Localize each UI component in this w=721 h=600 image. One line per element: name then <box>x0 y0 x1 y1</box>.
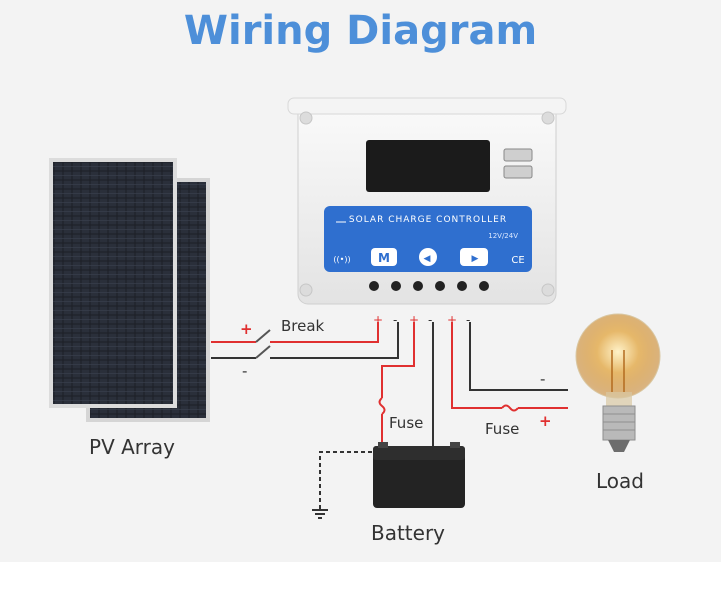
terminal-screw-bat-plus <box>413 281 423 291</box>
load-fuse-symbol <box>501 404 519 412</box>
left-button <box>419 248 437 266</box>
terminal-load-minus-mark: - <box>466 313 470 327</box>
screw-hole <box>299 111 313 125</box>
pv-array-illustration <box>49 158 210 422</box>
bulb-contact <box>608 440 630 452</box>
terminal-screw-load-plus <box>457 281 467 291</box>
controller-voltage-label: 12V/24V <box>488 232 518 240</box>
pv-positive-wire-to-controller <box>270 322 379 343</box>
load-minus-mark: - <box>540 370 545 388</box>
battery-illustration <box>373 442 465 508</box>
ground-wire <box>319 451 372 510</box>
pv-plus-mark: + <box>240 320 253 338</box>
terminal-pv-minus-mark: - <box>393 313 397 327</box>
pv-array-label: PV Array <box>89 435 175 459</box>
usb-port <box>503 165 533 179</box>
terminal-load-plus-mark: + <box>447 313 457 327</box>
break-label: Break <box>281 317 325 335</box>
load-positive-wire <box>451 322 502 409</box>
menu-button-label: M <box>378 251 390 265</box>
terminal-screw-pv-plus <box>369 281 379 291</box>
right-button <box>460 248 488 266</box>
pv-panel-front <box>49 158 177 408</box>
ce-mark: CE <box>511 255 524 266</box>
terminal-screw-pv-minus <box>391 281 401 291</box>
terminal-bat-minus-mark: - <box>428 313 432 327</box>
battery-fuse-symbol <box>378 397 386 415</box>
menu-button <box>371 248 397 266</box>
battery-label: Battery <box>371 521 445 545</box>
load-label: Load <box>596 469 644 493</box>
break-switch <box>255 329 271 343</box>
wires <box>211 322 568 519</box>
usb-port <box>503 148 533 162</box>
lcd-display <box>366 140 490 192</box>
controller-body <box>297 103 557 305</box>
battery-terminal <box>378 442 388 448</box>
bulb-glass <box>575 313 661 399</box>
left-arrow-icon: ◀ <box>424 254 431 264</box>
battery-positive-wire <box>381 322 415 398</box>
terminal-screw-load-minus <box>479 281 489 291</box>
pv-minus-mark: - <box>242 362 247 380</box>
battery-fuse-label: Fuse <box>389 414 423 432</box>
battery-body <box>373 446 465 508</box>
sound-icon: ((•)) <box>333 255 350 264</box>
terminal-bat-plus-mark: + <box>409 313 419 327</box>
terminal-pv-plus-mark: + <box>373 313 383 327</box>
battery-terminal <box>450 442 460 448</box>
load-plus-mark: + <box>539 412 552 430</box>
screw-hole <box>541 111 555 125</box>
screw-hole <box>541 283 555 297</box>
pv-negative-wire-to-controller <box>270 322 399 359</box>
load-fuse-label: Fuse <box>485 420 519 438</box>
terminal-screw-bat-minus <box>435 281 445 291</box>
diagram-title: Wiring Diagram <box>183 8 538 54</box>
light-bulb-illustration <box>575 313 661 452</box>
load-negative-wire <box>469 322 568 391</box>
screw-hole <box>299 283 313 297</box>
right-arrow-icon: ▶ <box>472 254 479 264</box>
bulb-base <box>602 405 636 441</box>
controller-panel-label: SOLAR CHARGE CONTROLLER <box>349 215 507 225</box>
break-switch <box>255 345 271 359</box>
charge-controller: SOLAR CHARGE CONTROLLER 12V/24V ((•)) M … <box>287 97 567 305</box>
